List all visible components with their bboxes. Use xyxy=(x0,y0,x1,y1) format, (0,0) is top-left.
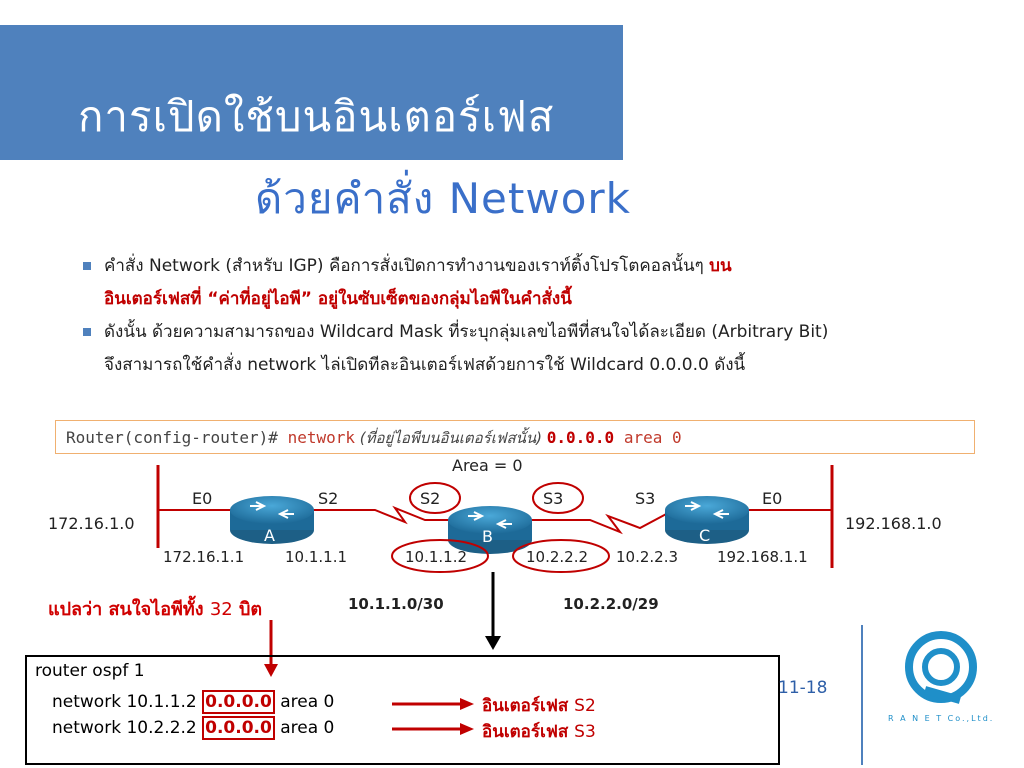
area-label: Area = 0 xyxy=(452,456,523,475)
cmd-hint: (ที่อยู่ไอพีบนอินเตอร์เฟสนั้น) xyxy=(355,429,547,447)
cmd-keyword: network xyxy=(287,428,355,447)
router-b-s2-label: S2 xyxy=(420,489,441,508)
iface1-name: S2 xyxy=(574,696,596,716)
note-text: แปลว่า สนใจไอพีทั้ง xyxy=(48,599,210,620)
ospf-net1-pre: network 10.1.1.2 xyxy=(52,692,203,712)
cmd-area: area 0 xyxy=(614,428,682,447)
right-network-label: 192.168.1.0 xyxy=(845,514,942,533)
router-a-s2-label: S2 xyxy=(318,489,339,508)
iface2-name: S3 xyxy=(574,722,596,742)
ospf-net2-mask: 0.0.0.0 xyxy=(202,716,275,740)
explanation-note: แปลว่า สนใจไอพีทั้ง 32 บิต xyxy=(48,594,262,623)
iface2-text: อินเตอร์เฟส xyxy=(482,722,575,742)
bullet2-line1: ดังนั้น ด้วยความสามารถของ Wildcard Mask … xyxy=(104,322,829,342)
router-c-name: C xyxy=(699,526,711,545)
left-network-label: 172.16.1.0 xyxy=(48,514,135,533)
bullet1-text: คำสั่ง Network (สำหรับ IGP) คือการสั่งเป… xyxy=(104,256,710,276)
arrow-s3-head xyxy=(460,723,474,735)
slide-number: 11-18 xyxy=(778,678,828,698)
subnet2-label: 10.2.2.0/29 xyxy=(563,595,659,613)
router-a-ip-s2: 10.1.1.1 xyxy=(285,548,348,566)
highlight-ip-10-2-2-2 xyxy=(512,539,610,573)
ospf-config-box xyxy=(25,655,780,765)
iface1-text: อินเตอร์เฟส xyxy=(482,696,575,716)
router-b-icon xyxy=(448,506,532,554)
arrow-down-head xyxy=(485,636,501,650)
ospf-line-router: router ospf 1 xyxy=(35,661,145,681)
slide-title-line1: การเปิดใช้บนอินเตอร์เฟส xyxy=(78,92,555,141)
title-background xyxy=(0,25,623,160)
ospf-line-network1: network 10.1.1.2 0.0.0.0 area 0 xyxy=(52,690,335,714)
bullet-item-1: คำสั่ง Network (สำหรับ IGP) คือการสั่งเป… xyxy=(80,250,1015,316)
router-c-ip-s3: 10.2.2.3 xyxy=(616,548,679,566)
red-arrow-head xyxy=(264,664,278,677)
router-b-name: B xyxy=(482,527,493,546)
router-c-icon xyxy=(665,496,749,544)
bullet-item-2: ดังนั้น ด้วยความสามารถของ Wildcard Mask … xyxy=(80,316,1015,382)
bullet-square-icon xyxy=(83,262,91,270)
arrow-s2-head xyxy=(460,698,474,710)
cmd-mask: 0.0.0.0 xyxy=(546,428,615,447)
cmd-prompt: Router(config-router)# xyxy=(66,428,288,447)
note-number: 32 xyxy=(209,599,233,620)
link-a-b xyxy=(312,505,450,525)
company-logo-text: R A N E T Co.,Ltd. xyxy=(888,714,995,723)
ospf-net2-pre: network 10.2.2.2 xyxy=(52,718,203,738)
interface-s2-label: อินเตอร์เฟส S2 xyxy=(482,692,596,719)
router-c-e0-label: E0 xyxy=(762,489,783,508)
router-b-s3-label: S3 xyxy=(543,489,564,508)
router-c-s3-label: S3 xyxy=(635,489,656,508)
slide-title-line2: ด้วยคำสั่ง Network xyxy=(255,174,632,223)
router-a-name: A xyxy=(264,526,275,545)
router-a-icon xyxy=(230,496,314,544)
note-unit: บิต xyxy=(232,599,263,620)
bullet1-highlight-line2: อินเตอร์เฟสที่ “ค่าที่อยู่ไอพี” อยู่ในซั… xyxy=(104,289,572,309)
router-b-ip-s2: 10.1.1.2 xyxy=(405,548,468,566)
bullet2-line2: จึงสามารถใช้คำสั่ง network ไล่เปิดทีละอิ… xyxy=(104,355,746,375)
router-a-ip-e0: 172.16.1.1 xyxy=(163,548,245,566)
router-c-ip-e0: 192.168.1.1 xyxy=(717,548,808,566)
ospf-line-network2: network 10.2.2.2 0.0.0.0 area 0 xyxy=(52,716,335,740)
bullet-list: คำสั่ง Network (สำหรับ IGP) คือการสั่งเป… xyxy=(80,250,1015,382)
ospf-net2-post: area 0 xyxy=(274,718,335,738)
interface-s3-label: อินเตอร์เฟส S3 xyxy=(482,718,596,745)
ospf-net1-post: area 0 xyxy=(274,692,335,712)
highlight-b-s2 xyxy=(409,482,461,514)
highlight-b-s3 xyxy=(532,482,584,514)
ranet-logo-icon xyxy=(905,631,977,704)
highlight-ip-10-1-1-2 xyxy=(391,539,489,573)
divider-bar xyxy=(861,625,863,765)
command-example-box: Router(config-router)# network (ที่อยู่ไ… xyxy=(55,420,975,454)
ospf-net1-mask: 0.0.0.0 xyxy=(202,690,275,714)
subnet1-label: 10.1.1.0/30 xyxy=(348,595,444,613)
router-b-ip-s3: 10.2.2.2 xyxy=(526,548,589,566)
bullet1-highlight: บน xyxy=(709,256,732,276)
router-a-e0-label: E0 xyxy=(192,489,213,508)
bullet-square-icon xyxy=(83,328,91,336)
link-b-c xyxy=(530,511,671,535)
